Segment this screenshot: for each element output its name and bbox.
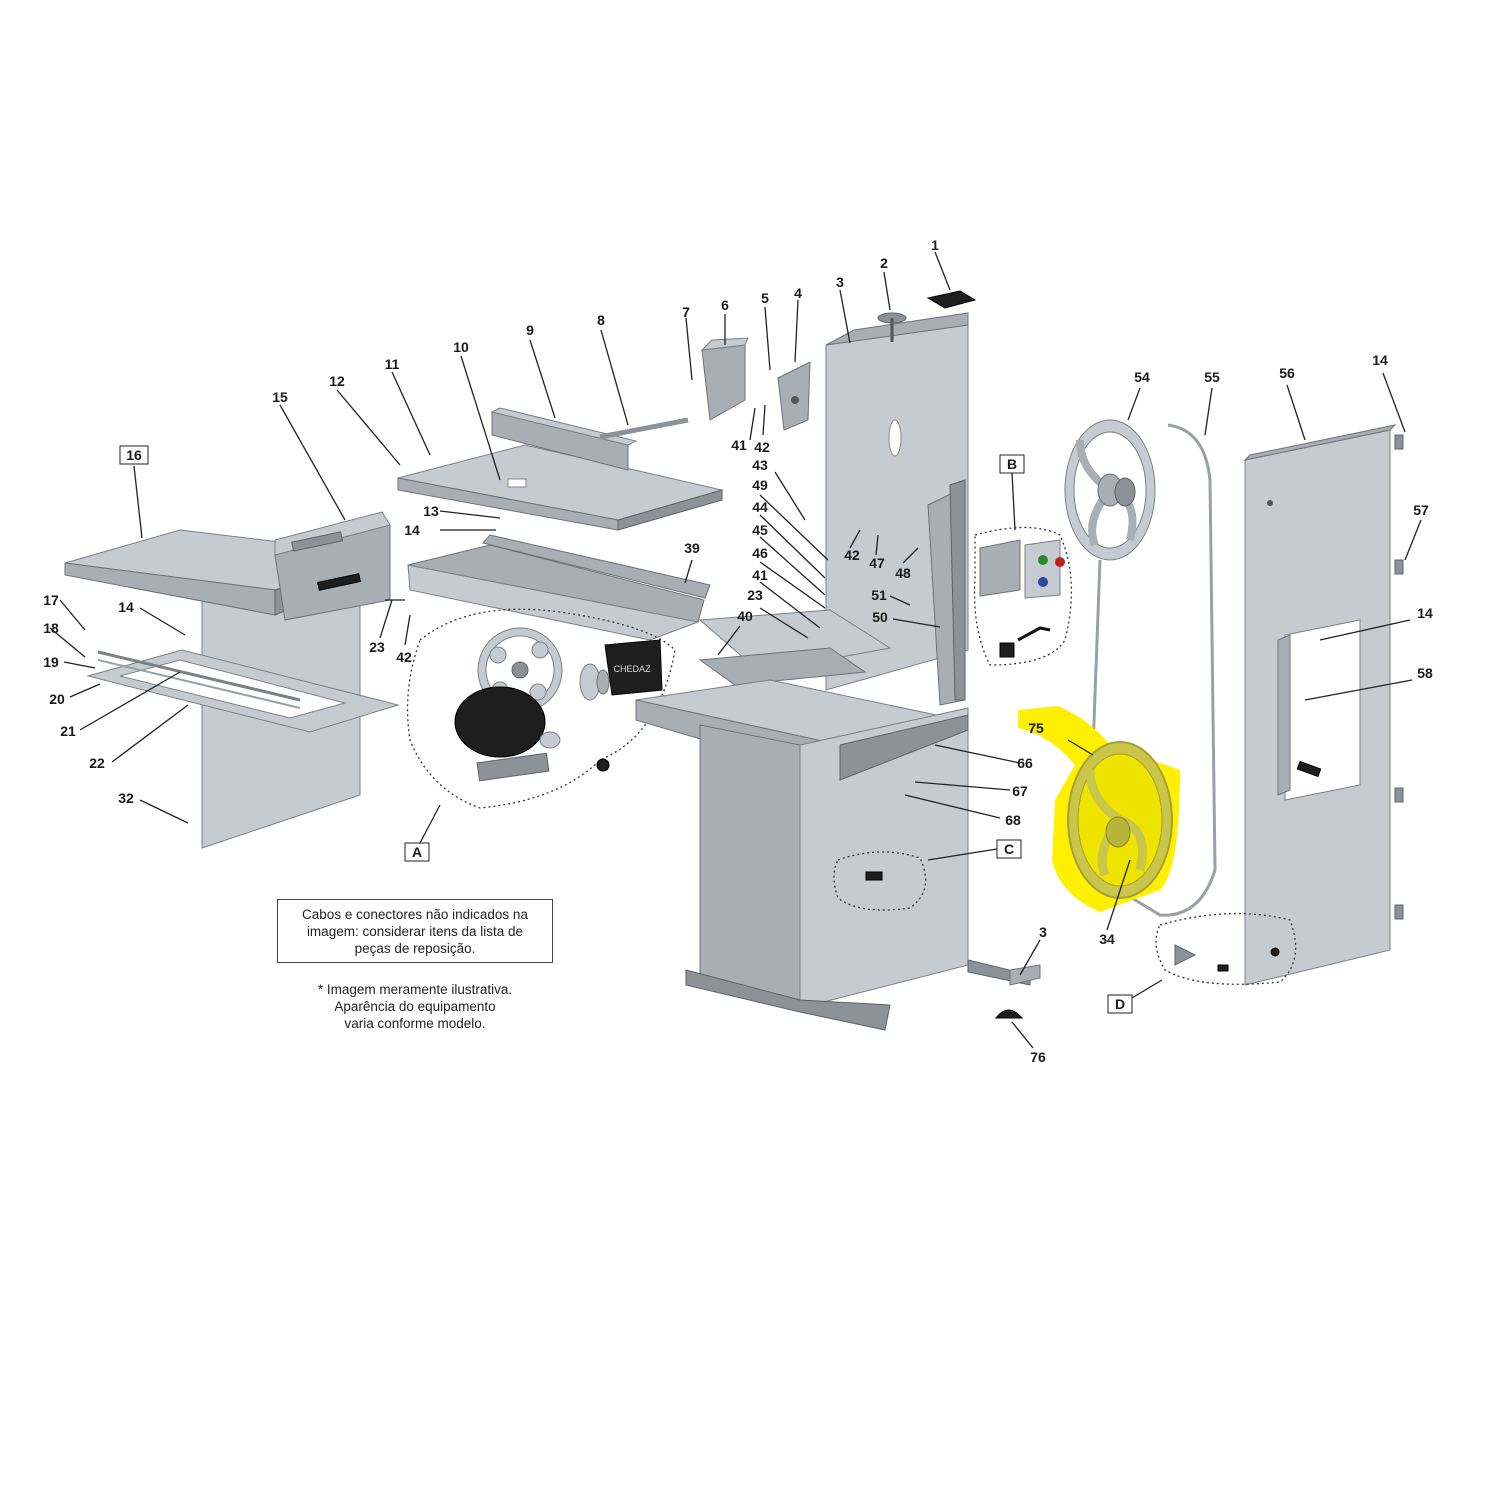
label-19: 19 — [43, 654, 59, 670]
drawer-15 — [274, 511, 391, 621]
label-43: 43 — [752, 457, 768, 473]
box-label-c: C — [1004, 841, 1014, 857]
foot-76 — [994, 1009, 1024, 1019]
label-76: 76 — [1030, 1049, 1046, 1065]
label-42-b: 42 — [396, 649, 412, 665]
label-23-a: 23 — [369, 639, 385, 655]
label-40: 40 — [737, 608, 753, 624]
boxed-label-a: A — [404, 842, 430, 862]
fence-9 — [490, 407, 689, 471]
label-34: 34 — [1099, 931, 1115, 947]
label-75: 75 — [1028, 720, 1044, 736]
svg-text:CHEDAZ: CHEDAZ — [613, 664, 651, 674]
cables-note-text: Cabos e conectores não indicados na imag… — [302, 906, 528, 956]
label-54: 54 — [1134, 369, 1150, 385]
label-47: 47 — [869, 555, 885, 571]
label-21: 21 — [60, 723, 76, 739]
label-32: 32 — [118, 790, 134, 806]
motor-kit-a: CHEDAZ — [406, 608, 676, 809]
label-14-c: 14 — [1372, 352, 1388, 368]
label-23-b: 23 — [747, 587, 763, 603]
illustrative-disclaimer: * Imagem meramente ilustrativa. Aparênci… — [317, 982, 513, 1031]
label-58: 58 — [1417, 665, 1433, 681]
box-label-b: B — [1007, 456, 1017, 472]
cables-note-box: Cabos e conectores não indicados na imag… — [277, 899, 553, 963]
guide-bracket-6 — [700, 337, 749, 421]
boxed-label-c: C — [996, 839, 1022, 859]
label-48: 48 — [895, 565, 911, 581]
rails-39 — [407, 534, 711, 641]
label-6: 6 — [721, 297, 729, 313]
box-label-16: 16 — [126, 447, 142, 463]
leader-lines — [49, 251, 1422, 1049]
label-2: 2 — [880, 255, 888, 271]
label-50: 50 — [872, 609, 888, 625]
label-3-b: 3 — [1039, 924, 1047, 940]
label-5: 5 — [761, 290, 769, 306]
label-8: 8 — [597, 312, 605, 328]
label-66: 66 — [1017, 755, 1033, 771]
label-67: 67 — [1012, 783, 1028, 799]
label-15: 15 — [272, 389, 288, 405]
label-56: 56 — [1279, 365, 1295, 381]
label-39: 39 — [684, 540, 700, 556]
label-9: 9 — [526, 322, 534, 338]
label-18: 18 — [43, 620, 59, 636]
door-56 — [1155, 424, 1404, 986]
label-1: 1 — [931, 237, 939, 253]
tension-knob-2 — [877, 312, 907, 342]
label-45: 45 — [752, 522, 768, 538]
label-3: 3 — [836, 274, 844, 290]
boxed-label-b: B — [999, 454, 1025, 474]
label-12: 12 — [329, 373, 345, 389]
label-49: 49 — [752, 477, 768, 493]
box-label-a: A — [412, 844, 422, 860]
upper-guide-4 — [777, 361, 811, 431]
label-42-a: 42 — [754, 439, 770, 455]
label-55: 55 — [1204, 369, 1220, 385]
label-17: 17 — [43, 592, 59, 608]
label-41-b: 41 — [752, 567, 768, 583]
label-46: 46 — [752, 545, 768, 561]
lower-wheel-75 — [1067, 741, 1173, 899]
label-7: 7 — [682, 304, 690, 320]
label-42-c: 42 — [844, 547, 860, 563]
label-51: 51 — [871, 587, 887, 603]
label-11: 11 — [385, 356, 400, 372]
boxed-label-16: 16 — [119, 445, 149, 465]
label-10: 10 — [453, 339, 469, 355]
main-body — [635, 312, 1031, 1031]
foot-bar-3 — [1009, 964, 1041, 986]
label-41-a: 41 — [731, 437, 747, 453]
box-label-d: D — [1115, 996, 1125, 1012]
label-44: 44 — [752, 499, 768, 515]
upper-wheel-54 — [1064, 419, 1156, 561]
control-kit-b — [973, 526, 1073, 666]
top-cap-1 — [926, 290, 977, 309]
label-14-a: 14 — [404, 522, 420, 538]
label-22: 22 — [89, 755, 105, 771]
label-14-d: 14 — [1417, 605, 1433, 621]
label-20: 20 — [49, 691, 65, 707]
part-numbers: 1 2 3 3 4 5 6 7 8 9 10 11 12 13 14 14 14… — [43, 237, 1433, 1065]
label-14-b: 14 — [118, 599, 134, 615]
label-4: 4 — [794, 285, 802, 301]
boxed-label-d: D — [1107, 994, 1133, 1014]
label-57: 57 — [1413, 502, 1429, 518]
label-13: 13 — [423, 503, 439, 519]
table-top-11 — [397, 444, 724, 531]
label-68: 68 — [1005, 812, 1021, 828]
